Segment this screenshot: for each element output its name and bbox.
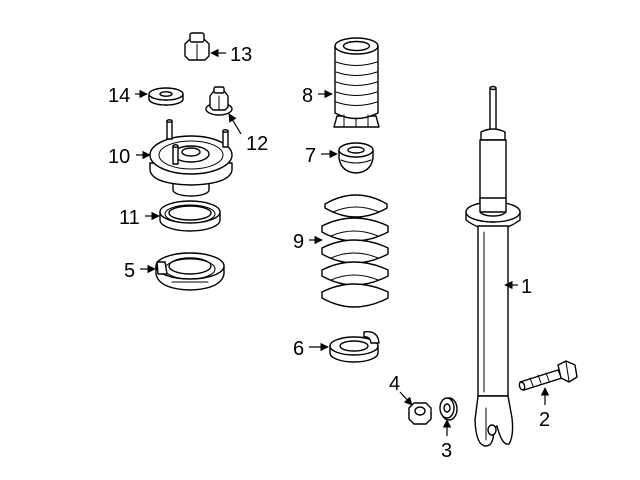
callout-3[interactable]: 3 — [441, 440, 452, 462]
leader-4 — [399, 391, 413, 406]
callouts: 13 14 12 10 11 5 8 7 9 6 1 2 3 4 — [108, 44, 550, 462]
callout-12[interactable]: 12 — [246, 133, 268, 155]
leader-lines — [135, 48, 550, 436]
callout-1[interactable]: 1 — [521, 276, 532, 298]
part-3-washer[interactable] — [439, 397, 458, 421]
part-13-nut[interactable] — [184, 32, 210, 61]
part-10-strut-mount[interactable] — [149, 119, 233, 197]
callout-13[interactable]: 13 — [230, 44, 252, 66]
callout-7[interactable]: 7 — [305, 145, 316, 167]
callout-4[interactable]: 4 — [389, 373, 400, 395]
part-7-bump-stop[interactable] — [338, 142, 374, 174]
part-2-bolt[interactable] — [518, 360, 578, 391]
part-5-spring-seat[interactable] — [155, 252, 225, 291]
callout-8[interactable]: 8 — [302, 85, 313, 107]
part-12-flange-nut[interactable] — [205, 86, 233, 116]
part-1-shock-absorber[interactable] — [465, 85, 521, 447]
callout-5[interactable]: 5 — [124, 260, 135, 282]
part-6-spring-pad[interactable] — [329, 331, 380, 363]
part-11-bearing[interactable] — [159, 200, 221, 232]
part-14-washer[interactable] — [148, 87, 184, 106]
callout-9[interactable]: 9 — [293, 231, 304, 253]
callout-10[interactable]: 10 — [108, 146, 130, 168]
part-8-dust-boot[interactable] — [333, 37, 380, 128]
callout-2[interactable]: 2 — [539, 409, 550, 431]
leader-12 — [228, 113, 242, 135]
callout-6[interactable]: 6 — [293, 338, 304, 360]
part-4-nut[interactable] — [408, 402, 432, 425]
callout-11[interactable]: 11 — [119, 207, 140, 229]
part-9-coil-spring[interactable] — [321, 194, 389, 308]
callout-14[interactable]: 14 — [108, 85, 130, 107]
